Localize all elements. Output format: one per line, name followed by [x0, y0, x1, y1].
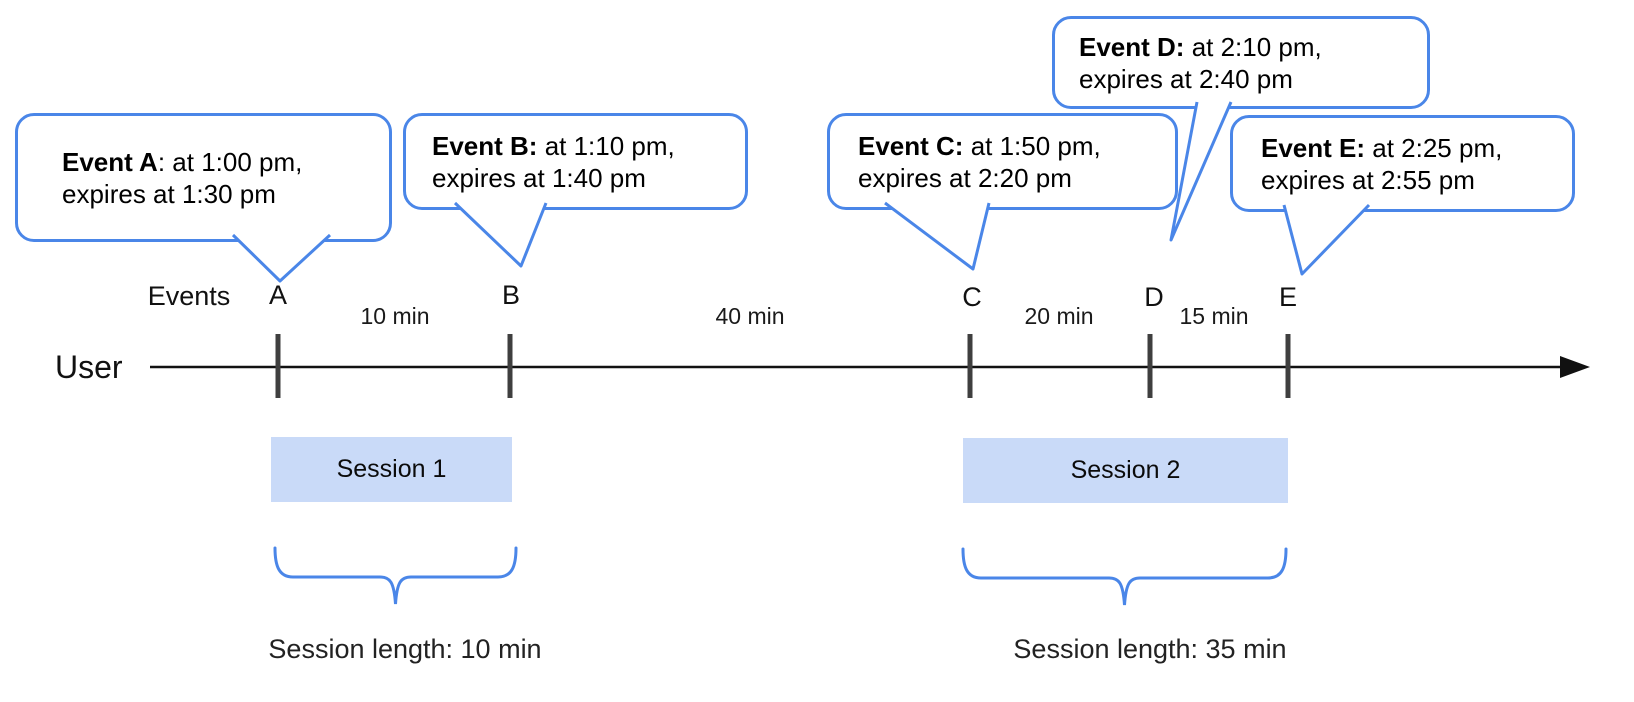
event-e-callout-line2: expires at 2:55 pm [1261, 164, 1475, 195]
session-1-block: Session 1 [271, 437, 512, 502]
event-b-callout: Event B: at 1:10 pm, expires at 1:40 pm [403, 113, 748, 210]
session1-brace [273, 546, 518, 605]
event-b-callout-line2: expires at 1:40 pm [432, 162, 646, 193]
event-a-callout: Event A: at 1:00 pm, expires at 1:30 pm [15, 113, 392, 242]
tick-label-c: C [962, 282, 982, 312]
event-c-time: at 1:50 pm, [963, 130, 1101, 161]
session-2-label: Session 2 [1070, 456, 1181, 484]
tick-label-b: B [501, 280, 521, 310]
tick-label-a: A [268, 280, 288, 310]
event-d-time: at 2:10 pm, [1184, 31, 1322, 62]
event-tick-a [275, 334, 281, 398]
session-2-length-label: Session length: 35 min [1013, 634, 1287, 664]
event-c-callout-line1: Event C: at 1:50 pm, [858, 130, 1175, 162]
event-a-callout-line1: Event A: at 1:00 pm, [62, 146, 389, 178]
event-tick-b [507, 334, 513, 398]
event-d-callout: Event D: at 2:10 pm, expires at 2:40 pm [1052, 16, 1430, 109]
user-axis-label: User [55, 349, 123, 385]
event-d-callout-line2: expires at 2:40 pm [1079, 63, 1293, 94]
event-a-time: : at 1:00 pm, [157, 146, 303, 177]
event-c-name: Event C: [858, 130, 964, 161]
interval-d-e-label: 15 min [1179, 303, 1249, 329]
event-tick-c [967, 334, 973, 398]
interval-a-b-label: 10 min [360, 303, 430, 329]
session-1-label: Session 1 [336, 455, 447, 483]
session2-brace [961, 547, 1288, 606]
tick-label-d: D [1144, 282, 1164, 312]
event-d-callout-line1: Event D: at 2:10 pm, [1079, 31, 1427, 63]
event-e-time: at 2:25 pm, [1365, 132, 1503, 163]
event-e-callout: Event E: at 2:25 pm, expires at 2:55 pm [1230, 115, 1575, 212]
events-axis-label: Events [147, 281, 231, 311]
session-1-length-label: Session length: 10 min [268, 634, 542, 664]
interval-c-d-label: 20 min [1024, 303, 1094, 329]
event-b-time: at 1:10 pm, [537, 130, 675, 161]
event-c-callout: Event C: at 1:50 pm, expires at 2:20 pm [827, 113, 1178, 210]
event-e-name: Event E: [1261, 132, 1366, 163]
event-b-callout-line1: Event B: at 1:10 pm, [432, 130, 745, 162]
event-d-name: Event D: [1079, 31, 1185, 62]
event-a-name: Event A [62, 146, 158, 177]
event-e-callout-line1: Event E: at 2:25 pm, [1261, 132, 1572, 164]
tick-label-e: E [1278, 282, 1298, 312]
interval-b-c-label: 40 min [715, 303, 785, 329]
event-tick-d [1147, 334, 1153, 398]
event-a-callout-line2: expires at 1:30 pm [62, 178, 276, 209]
event-c-callout-line2: expires at 2:20 pm [858, 162, 1072, 193]
event-b-name: Event B: [432, 130, 538, 161]
event-tick-e [1285, 334, 1291, 398]
session-2-block: Session 2 [963, 438, 1288, 503]
timeline-arrowhead [1560, 356, 1590, 378]
